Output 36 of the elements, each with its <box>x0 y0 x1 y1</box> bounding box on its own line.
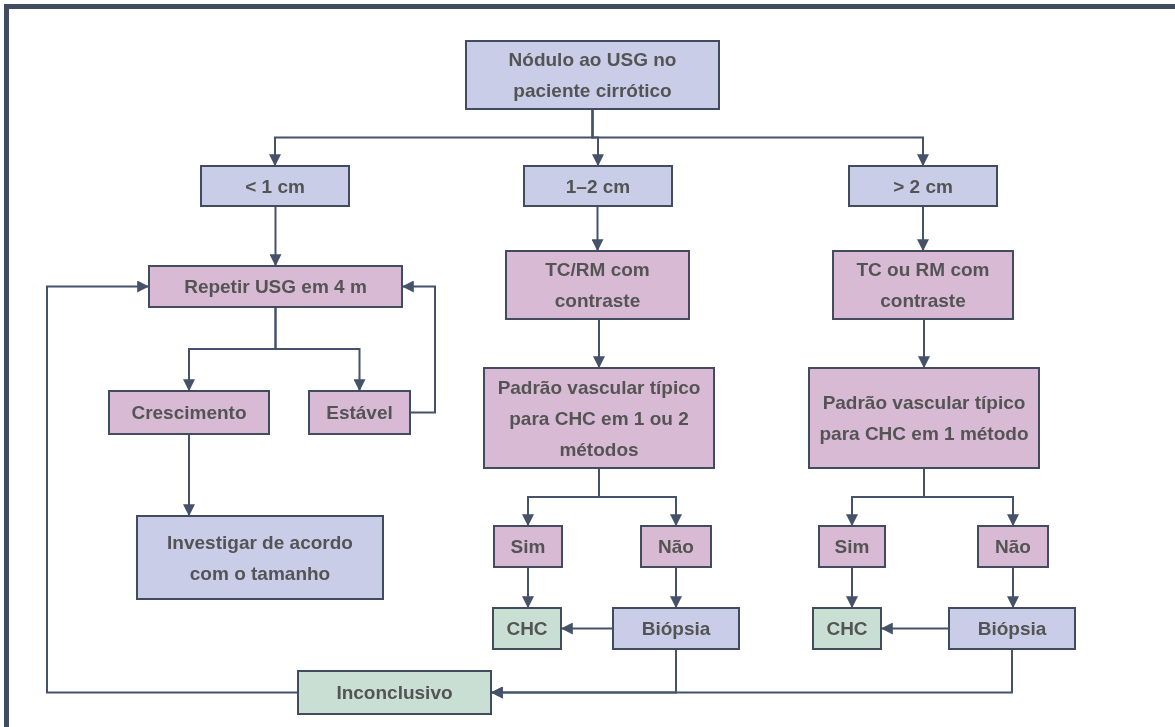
process-box: TC ou RM com contraste <box>832 250 1014 320</box>
process-box: Não <box>640 525 712 568</box>
process-box: Crescimento <box>108 390 270 435</box>
process-box: Padrão vascular típico para CHC em 1 método <box>808 367 1040 469</box>
process-box: < 1 cm <box>200 165 350 207</box>
process-box: Nódulo ao USG no paciente cirrótico <box>465 40 720 110</box>
arrow <box>522 567 534 609</box>
process-box: 1–2 cm <box>523 165 673 207</box>
arrow <box>598 468 682 527</box>
process-box: Biópsia <box>948 607 1076 650</box>
process-box: Padrão vascular típico para CHC em 1 ou 2 métodos <box>483 367 715 469</box>
process-box: CHC <box>812 607 882 650</box>
arrow <box>274 307 366 392</box>
process-box: > 2 cm <box>848 165 998 207</box>
arrow <box>1007 567 1019 609</box>
arrow <box>923 468 1019 527</box>
arrow <box>591 206 604 252</box>
arrow <box>846 567 858 609</box>
process-box: Inconclusivo <box>297 670 492 715</box>
arrow <box>183 434 195 517</box>
arrow <box>46 280 298 694</box>
process-box: Estável <box>308 390 411 435</box>
process-box: Repetir USG em 4 m <box>148 265 403 308</box>
process-box: Investigar de acordo com o tamanho <box>136 515 384 600</box>
process-box: Não <box>977 525 1049 568</box>
process-box: TC/RM com contraste <box>505 250 690 320</box>
arrow <box>593 319 605 369</box>
arrow <box>269 206 282 267</box>
arrow <box>917 206 929 252</box>
process-box: CHC <box>492 607 562 650</box>
process-box: Sim <box>493 525 563 568</box>
process-box: Biópsia <box>612 607 740 650</box>
arrow <box>591 109 929 167</box>
arrow <box>918 319 930 369</box>
process-box: Sim <box>818 525 886 568</box>
arrow <box>670 567 682 609</box>
